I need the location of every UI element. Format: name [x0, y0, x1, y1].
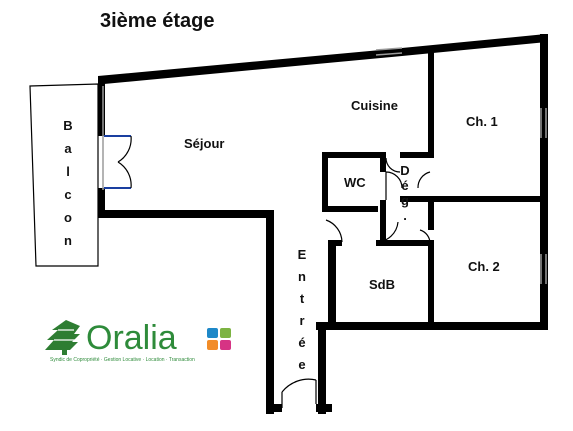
entrance-right-wall-upper: [328, 240, 336, 330]
balcony: [29, 83, 104, 267]
sdb-deg-wall: [380, 212, 386, 242]
window-line-1: [375, 47, 403, 51]
label-sdb: SdB: [369, 277, 395, 292]
ch2-door-arc: [419, 229, 431, 245]
logo-color-squares: [207, 328, 231, 350]
logo-square-blue: [207, 328, 218, 338]
wc-top-wall: [322, 152, 386, 158]
deg-ch-wall: [400, 196, 430, 202]
sdb-door-arc: [325, 219, 343, 243]
wc-door-arc: [385, 171, 403, 189]
top-wall-right: [402, 34, 547, 56]
entrance-right-wall: [318, 322, 326, 414]
wc-right-wall-top: [380, 158, 386, 172]
balcony-wall-lower: [98, 188, 105, 218]
oralia-logo: Oralia Syndic de Copropriété · Gestion L…: [45, 319, 231, 363]
ch1-door-arc: [417, 171, 431, 189]
balcony-door-arc-bottom: [117, 161, 132, 189]
top-wall-left: [98, 48, 402, 84]
sdb-top-wall-left: [328, 240, 342, 246]
label-sejour: Séjour: [184, 136, 224, 151]
entrance-door-arc: [281, 378, 317, 393]
window-line-2: [375, 52, 403, 56]
sejour-bottom-wall: [98, 210, 274, 218]
wc-left-wall: [322, 152, 328, 212]
right-outer-wall: [540, 34, 548, 330]
logo-square-green: [220, 328, 231, 338]
floor-title: 3ième étage: [100, 10, 215, 32]
ch1-ch2-wall: [430, 196, 546, 202]
walls: [98, 34, 548, 414]
logo-square-pink: [220, 340, 231, 350]
ch2-left-wall: [428, 244, 434, 328]
label-wc: WC: [344, 175, 366, 190]
tree-icon: [45, 320, 80, 355]
room-labels: Séjour Cuisine Ch. 1 WC SdB Ch. 2: [184, 98, 500, 292]
logo-wordmark: Oralia: [86, 319, 177, 357]
entrance-right-jamb: [316, 404, 332, 412]
logo-tagline: Syndic de Copropriété · Gestion Locative…: [50, 357, 195, 363]
logo-square-orange: [207, 340, 218, 350]
sdb-top-wall: [376, 240, 434, 246]
balcony-door-arc-top: [117, 135, 132, 163]
deg-door-arc: [385, 157, 401, 173]
entrance-left-jamb: [266, 404, 282, 412]
entrance-left-wall: [266, 210, 274, 414]
sdb-door-arc-2: [375, 221, 399, 243]
label-cuisine: Cuisine: [351, 98, 398, 113]
deg-top-wall-right: [400, 152, 434, 158]
ch2-left-wall-top: [428, 202, 434, 230]
balcony-outline: [29, 83, 99, 267]
ch1-left-wall: [428, 52, 434, 158]
label-ch2: Ch. 2: [468, 259, 500, 274]
wc-right-wall-bottom: [380, 200, 386, 212]
wc-bottom-wall: [322, 206, 378, 212]
label-ch1: Ch. 1: [466, 114, 498, 129]
doors: [104, 135, 431, 408]
windows: [375, 47, 547, 284]
balcony-wall-upper: [98, 76, 105, 136]
bottom-wall: [330, 322, 548, 330]
